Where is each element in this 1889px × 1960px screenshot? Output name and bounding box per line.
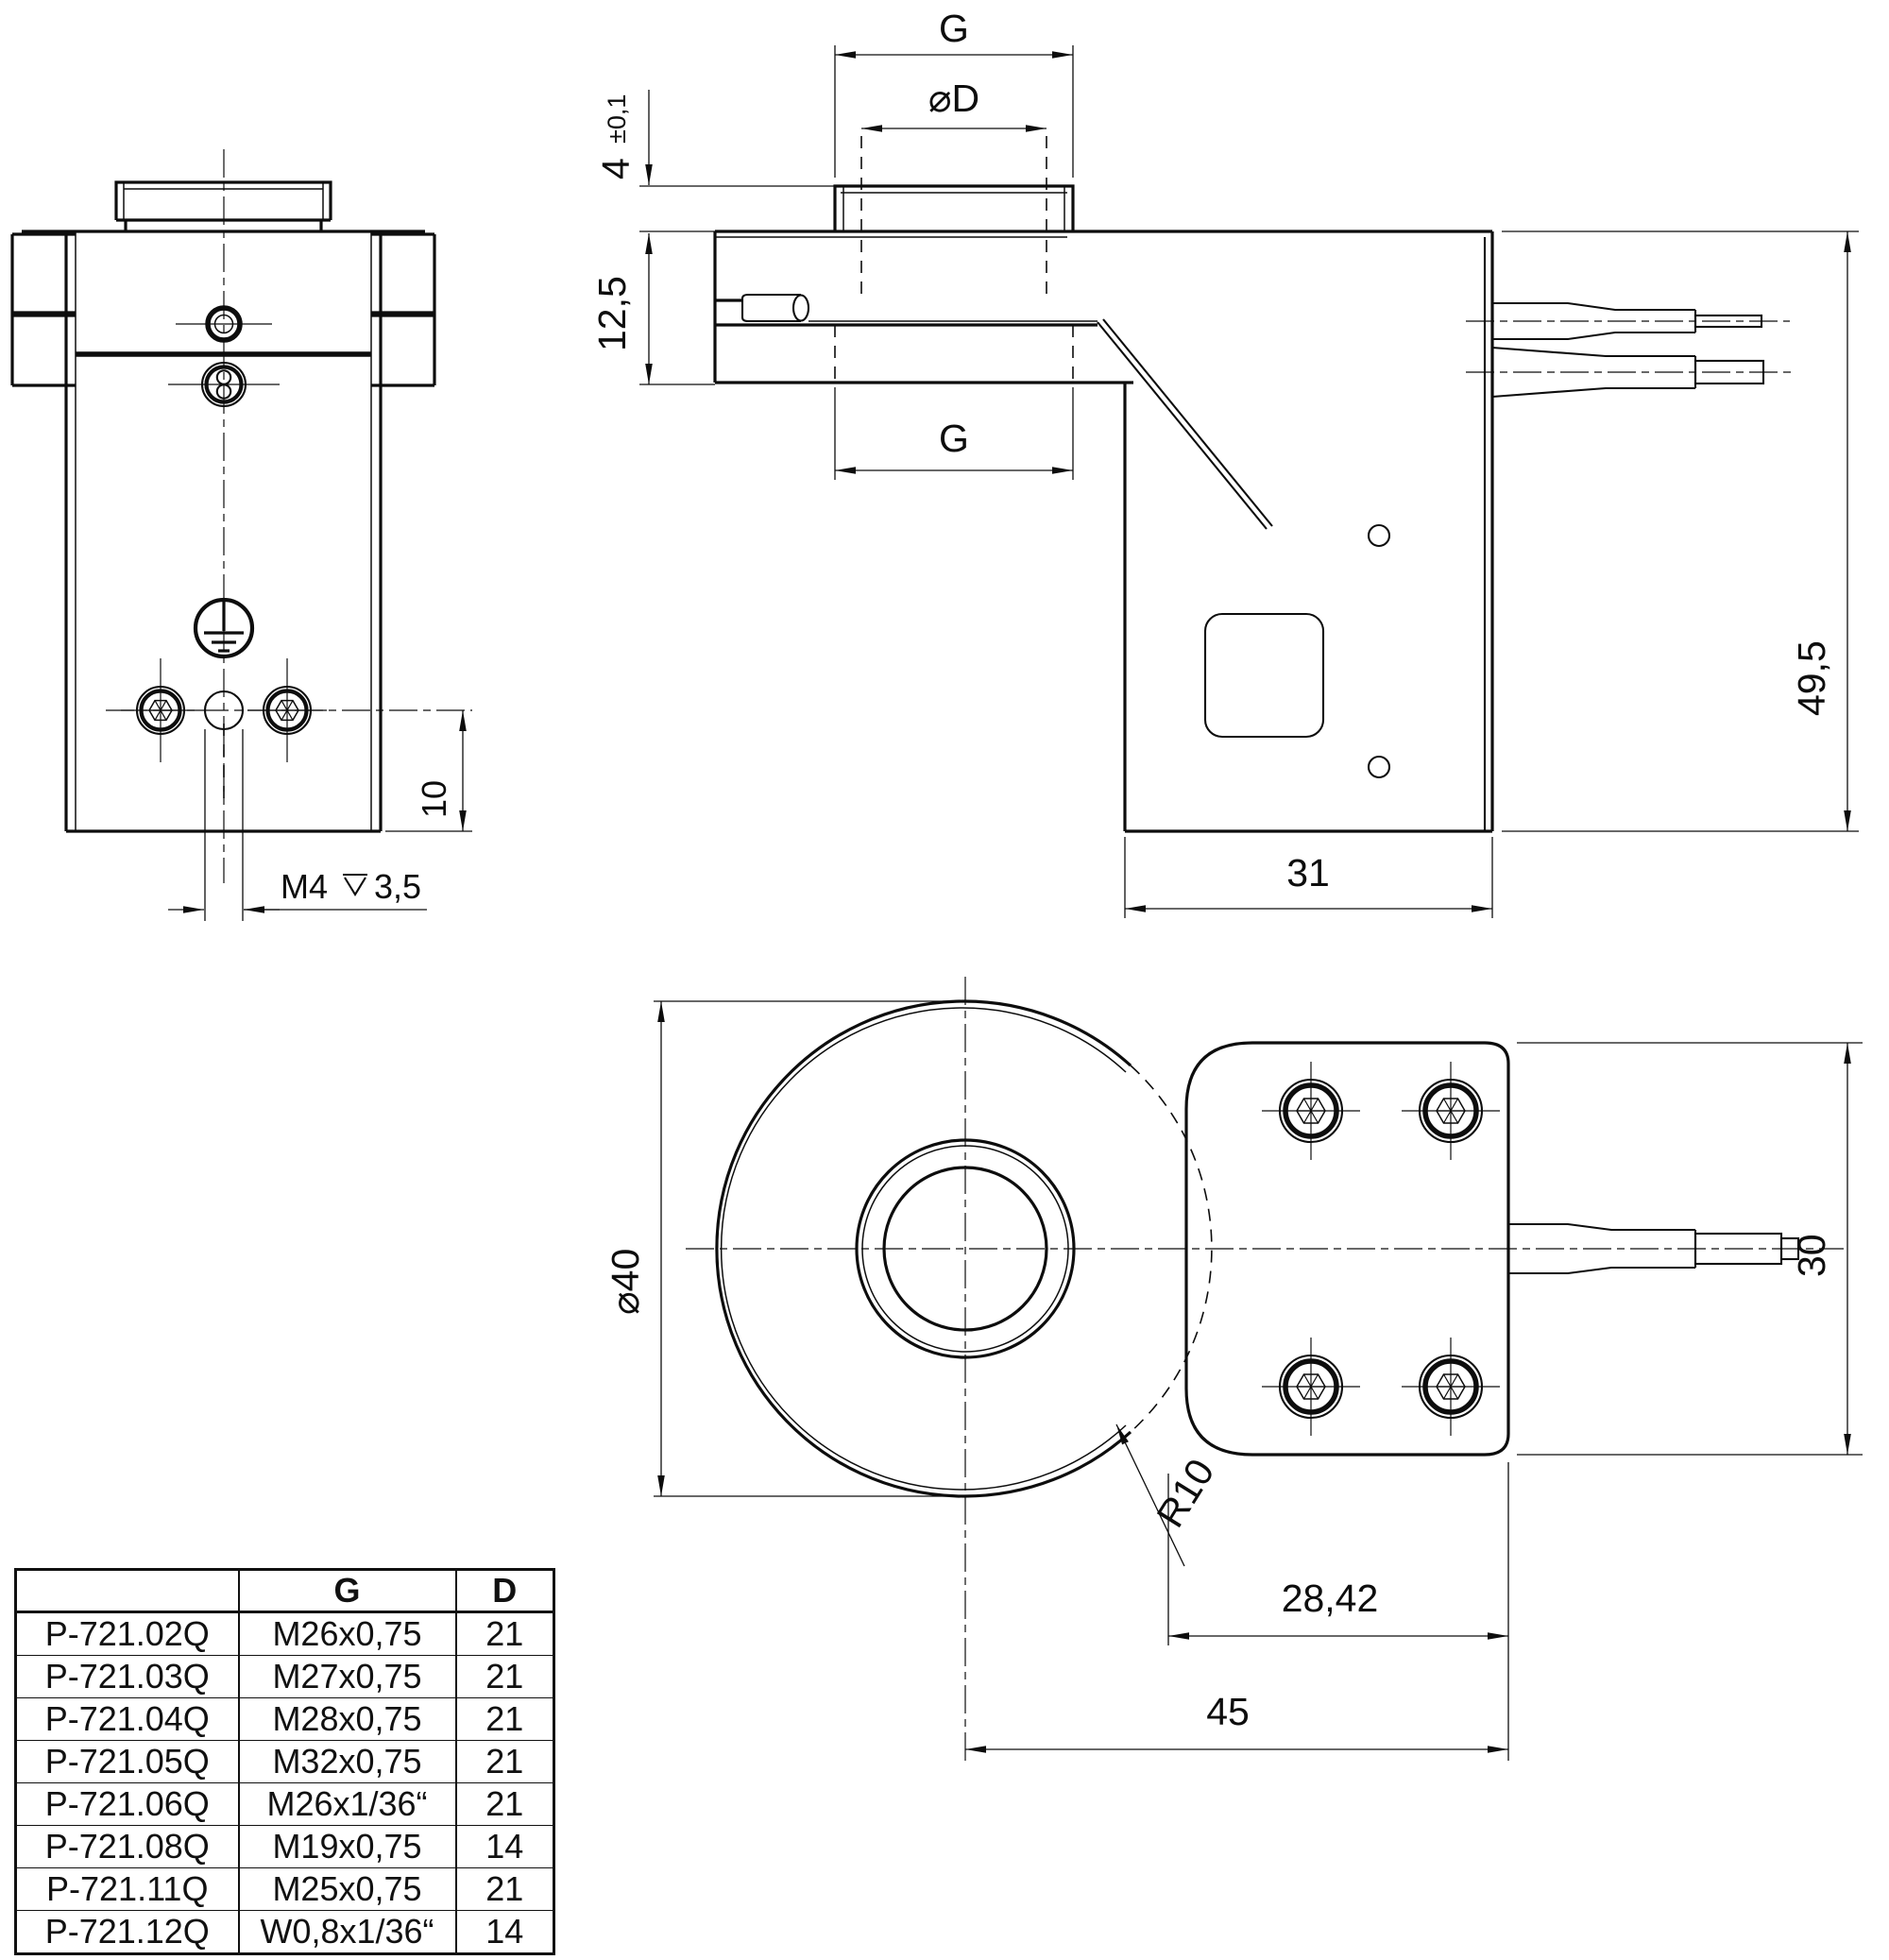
dim-4-label: 4 bbox=[594, 158, 638, 179]
cable-upper bbox=[1466, 301, 1790, 341]
dim-m4-depth: M4 3,5 bbox=[168, 729, 427, 921]
dim-r10: R10 bbox=[1115, 1423, 1223, 1567]
model-cell: P-721.11Q bbox=[14, 1866, 240, 1911]
counterbore bbox=[855, 1138, 1076, 1359]
dim-28-42: 28,42 bbox=[1167, 1462, 1509, 1761]
dim-31: 31 bbox=[1124, 837, 1493, 918]
dim-dia-40-label: ⌀40 bbox=[604, 1249, 647, 1315]
table-row: P-721.02Q M26x0,75 21 bbox=[14, 1611, 555, 1657]
model-cell: P-721.04Q bbox=[14, 1697, 240, 1741]
dim-31-label: 31 bbox=[1286, 851, 1330, 895]
model-cell: P-721.06Q bbox=[14, 1781, 240, 1826]
dim-r10-label: R10 bbox=[1149, 1452, 1223, 1535]
dim-g-top: G bbox=[834, 7, 1074, 178]
model-cell: P-721.03Q bbox=[14, 1655, 240, 1699]
dim-49-5-label: 49,5 bbox=[1790, 640, 1833, 716]
thread-options-table: G D P-721.02Q M26x0,75 21 P-721.03Q M27x… bbox=[14, 1568, 555, 1956]
dim-10: 10 bbox=[385, 710, 472, 832]
dim-30-label: 30 bbox=[1790, 1234, 1833, 1277]
g-cell: M27x0,75 bbox=[237, 1655, 457, 1699]
dim-dia-d-label: ⌀D bbox=[928, 77, 979, 120]
d-cell: 21 bbox=[454, 1655, 555, 1699]
cable-lower bbox=[1466, 346, 1795, 399]
dim-g-bottom: G bbox=[834, 325, 1074, 480]
pin-cylinder bbox=[740, 293, 810, 323]
g-cell: M26x1/36“ bbox=[237, 1781, 457, 1826]
model-cell: P-721.02Q bbox=[14, 1611, 240, 1657]
bracket-hole-bottom bbox=[1367, 755, 1391, 779]
table-header-g: G bbox=[237, 1568, 457, 1613]
table-row: P-721.04Q M28x0,75 21 bbox=[14, 1697, 555, 1741]
table-row: P-721.05Q M32x0,75 21 bbox=[14, 1740, 555, 1783]
dim-dia-40: ⌀40 bbox=[604, 1000, 965, 1497]
dim-g-top-label: G bbox=[939, 7, 969, 50]
d-cell: 21 bbox=[454, 1740, 555, 1783]
dim-28-42-label: 28,42 bbox=[1282, 1577, 1379, 1620]
dim-12-5-label: 12,5 bbox=[590, 276, 634, 351]
collar-outline bbox=[114, 180, 332, 220]
d-cell: 21 bbox=[454, 1781, 555, 1826]
top-view: ⌀40 30 R10 28,42 45 bbox=[604, 977, 1863, 1763]
connector-cutout bbox=[1203, 612, 1325, 739]
table-header-row: G D bbox=[14, 1568, 555, 1613]
dim-m4-depth-label: 3,5 bbox=[374, 867, 421, 906]
dim-dia-d: ⌀D bbox=[860, 77, 1047, 300]
g-cell: M28x0,75 bbox=[237, 1697, 457, 1741]
model-cell: P-721.05Q bbox=[14, 1740, 240, 1783]
dim-m4-label: M4 bbox=[281, 867, 328, 906]
model-cell: P-721.08Q bbox=[14, 1824, 240, 1868]
front-view: 10 M4 3,5 bbox=[10, 149, 472, 921]
flex-cable-diagonal bbox=[1097, 321, 1268, 530]
table-row: P-721.03Q M27x0,75 21 bbox=[14, 1655, 555, 1699]
dim-45: 45 bbox=[965, 1690, 1508, 1753]
g-cell: M26x0,75 bbox=[237, 1611, 457, 1657]
table-row: P-721.11Q M25x0,75 21 bbox=[14, 1866, 555, 1911]
g-cell: M25x0,75 bbox=[237, 1866, 457, 1911]
g-cell: M32x0,75 bbox=[237, 1740, 457, 1783]
cable-top-view bbox=[1508, 1222, 1800, 1275]
d-cell: 14 bbox=[454, 1909, 555, 1956]
dim-12-5: 12,5 bbox=[590, 230, 715, 385]
g-cell: W0,8x1/36“ bbox=[237, 1909, 457, 1956]
table-header-model bbox=[14, 1568, 240, 1613]
center-hole bbox=[882, 1166, 1048, 1332]
table-row: P-721.12Q W0,8x1/36“ 14 bbox=[14, 1909, 555, 1956]
dim-30: 30 bbox=[1517, 1042, 1863, 1456]
model-cell: P-721.12Q bbox=[14, 1909, 240, 1956]
bracket-hole-top bbox=[1367, 523, 1391, 548]
d-cell: 14 bbox=[454, 1824, 555, 1868]
g-cell: M19x0,75 bbox=[237, 1824, 457, 1868]
d-cell: 21 bbox=[454, 1697, 555, 1741]
table-header-d: D bbox=[454, 1568, 555, 1613]
clamp-plate bbox=[1184, 1041, 1510, 1457]
dim-4-tol-label: ±0,1 bbox=[603, 94, 631, 144]
table-row: P-721.08Q M19x0,75 14 bbox=[14, 1824, 555, 1868]
d-cell: 21 bbox=[454, 1866, 555, 1911]
dim-45-label: 45 bbox=[1206, 1690, 1250, 1733]
collar-side-outline bbox=[833, 184, 1075, 231]
dim-49-5: 49,5 bbox=[1502, 230, 1859, 832]
depth-symbol-icon bbox=[343, 873, 367, 897]
side-tabs bbox=[10, 232, 436, 387]
dim-10-label: 10 bbox=[415, 780, 453, 818]
dim-4: 4 ±0,1 bbox=[594, 90, 835, 187]
d-cell: 21 bbox=[454, 1611, 555, 1657]
dim-g-bottom-label: G bbox=[939, 417, 969, 460]
table-row: P-721.06Q M26x1/36“ 21 bbox=[14, 1781, 555, 1826]
side-view: G ⌀D 4 ±0,1 12,5 bbox=[590, 7, 1859, 918]
